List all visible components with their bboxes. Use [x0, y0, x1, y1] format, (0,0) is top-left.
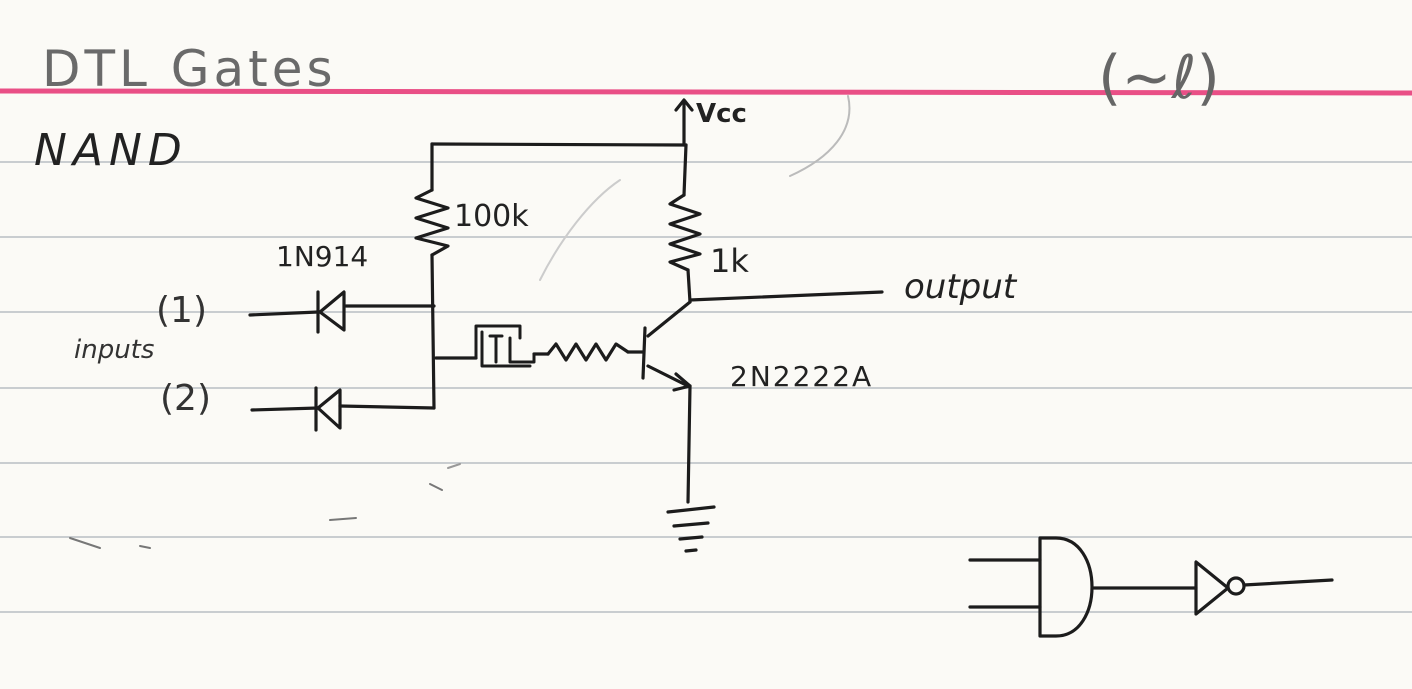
series-diodes	[474, 324, 536, 368]
card-title: DTL Gates	[42, 40, 337, 98]
supply-label: Vcc	[696, 99, 747, 129]
output-label: output	[904, 267, 1018, 307]
resistor-base	[546, 342, 630, 362]
diode-1	[316, 290, 346, 334]
resistor-100k	[414, 188, 450, 257]
diode-2	[314, 386, 342, 432]
circuit-wiring	[248, 98, 884, 553]
inputs-label: inputs	[74, 335, 154, 365]
resistor-1k	[668, 193, 702, 272]
pullup-resistor-label: 100k	[454, 199, 529, 234]
gate-name: NAND	[34, 125, 188, 176]
ruled-lines	[0, 161, 1412, 613]
header-rule	[0, 88, 1412, 96]
nand-symbol	[968, 536, 1334, 638]
transistor-label: 2N2222A	[730, 360, 873, 393]
and-gate-shape	[1038, 536, 1094, 638]
collector-resistor-label: 1k	[710, 242, 749, 280]
pencil-smudges	[69, 95, 851, 549]
symbol-output	[1242, 578, 1334, 587]
not-gate-shape	[1194, 560, 1230, 616]
input-2-label: (2)	[160, 378, 211, 419]
input-1-label: (1)	[156, 290, 207, 331]
card-note: (~ℓ)	[1098, 43, 1220, 113]
diode-label: 1N914	[276, 240, 368, 273]
not-gate-bubble	[1226, 576, 1246, 596]
